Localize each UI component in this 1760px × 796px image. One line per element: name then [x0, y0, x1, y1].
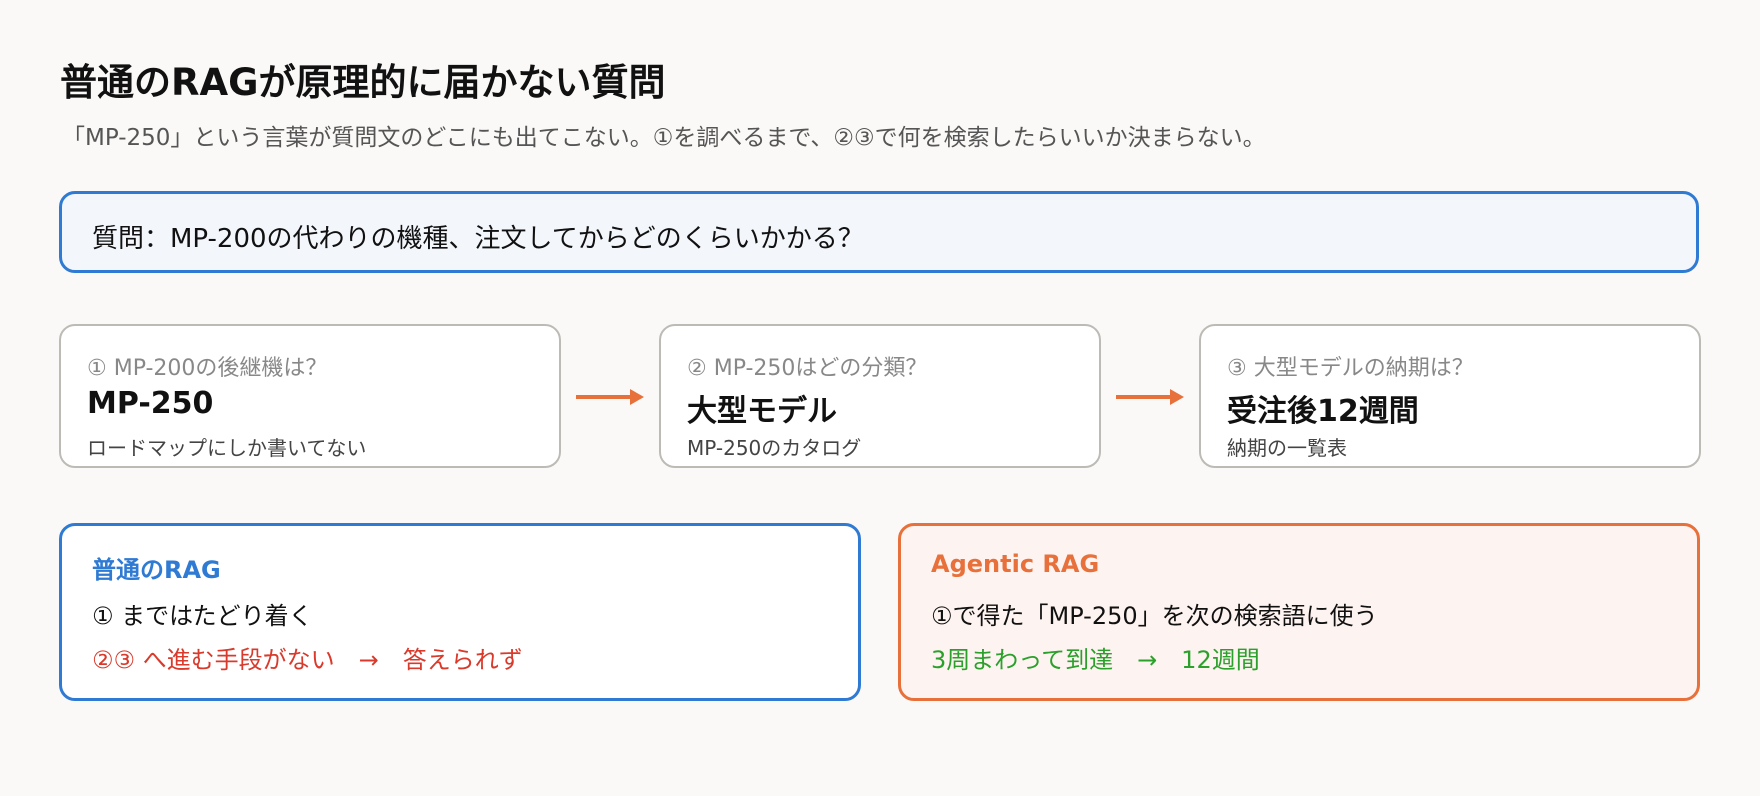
arrow-right-icon: [1116, 389, 1184, 405]
arrow-right-icon: [576, 389, 644, 405]
panel-title: 普通のRAG: [92, 556, 221, 584]
panel-result: 3周まわって到達 → 12週間: [931, 646, 1260, 674]
page-subtitle: 「MP-250」という言葉が質問文のどこにも出てこない。①を調べるまで、②③で何…: [62, 125, 1266, 151]
page-title: 普通のRAGが原理的に届かない質問: [60, 61, 666, 104]
panel-line: ① まではたどり着く: [92, 602, 313, 630]
step-source: ロードマップにしか書いてない: [87, 436, 367, 460]
step-card-3: ③ 大型モデルの納期は？ 受注後12週間 納期の一覧表: [1199, 324, 1701, 468]
step-question: ③ 大型モデルの納期は？: [1227, 356, 1474, 381]
agentic-rag-panel: Agentic RAG ①で得た「MP-250」を次の検索語に使う 3周まわって…: [898, 523, 1700, 701]
step-answer: MP-250: [87, 386, 214, 421]
step-source: 納期の一覧表: [1227, 436, 1347, 460]
step-answer: 大型モデル: [687, 394, 837, 429]
step-source: MP-250のカタログ: [687, 436, 862, 460]
panel-line: ①で得た「MP-250」を次の検索語に使う: [931, 602, 1378, 630]
normal-rag-panel: 普通のRAG ① まではたどり着く ②③ へ進む手段がない → 答えられず: [59, 523, 861, 701]
panel-result: ②③ へ進む手段がない → 答えられず: [92, 646, 523, 674]
step-question: ① MP-200の後継機は？: [87, 356, 328, 381]
step-card-2: ② MP-250はどの分類？ 大型モデル MP-250のカタログ: [659, 324, 1101, 468]
panel-title: Agentic RAG: [931, 550, 1100, 578]
step-answer: 受注後12週間: [1227, 394, 1419, 429]
question-box: 質問：MP-200の代わりの機種、注文してからどのくらいかかる？: [59, 191, 1699, 273]
question-text: 質問：MP-200の代わりの機種、注文してからどのくらいかかる？: [92, 224, 864, 254]
step-card-1: ① MP-200の後継機は？ MP-250 ロードマップにしか書いてない: [59, 324, 561, 468]
step-question: ② MP-250はどの分類？: [687, 356, 928, 381]
